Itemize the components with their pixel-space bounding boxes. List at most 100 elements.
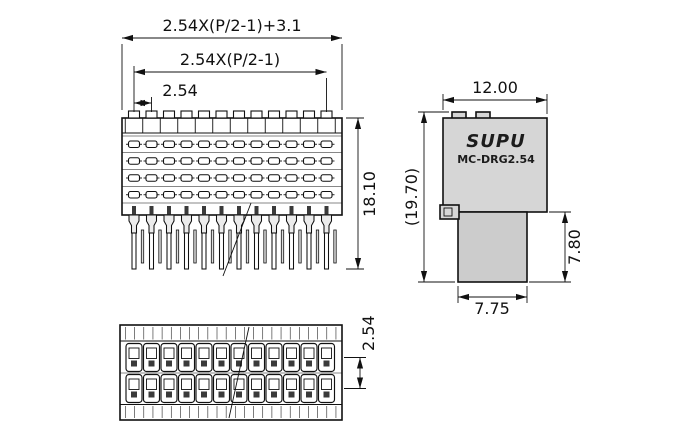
header-slot-tab xyxy=(232,110,246,119)
pin-head xyxy=(128,214,140,234)
contact-window xyxy=(197,157,211,165)
pin-anchor xyxy=(324,206,329,215)
pin-square xyxy=(288,391,295,398)
dim-pitch-label: 2.54 xyxy=(162,81,198,100)
pin-square xyxy=(253,360,260,367)
pin-anchor xyxy=(307,206,311,215)
contact-window xyxy=(145,190,158,199)
pin-square xyxy=(131,391,137,398)
cavity-cell xyxy=(142,342,161,373)
contact-window xyxy=(302,140,316,149)
cavity-inner xyxy=(303,347,315,359)
contact-window xyxy=(285,174,298,182)
dim-side-lower-height: 7.80 xyxy=(529,211,584,283)
header-slot-tab xyxy=(162,110,176,119)
contact-window xyxy=(250,157,263,165)
dim-row-pitch: 2.54 xyxy=(344,315,378,389)
contact-window xyxy=(197,174,211,182)
cavity-cell xyxy=(212,373,231,404)
header-slot-tab xyxy=(215,110,228,119)
contact-window xyxy=(232,190,246,199)
cavity-cell xyxy=(195,373,213,404)
cavity-inner xyxy=(321,378,332,390)
pin-square xyxy=(201,360,207,367)
pin-leg-front xyxy=(253,232,260,270)
pin-head xyxy=(320,214,333,234)
contact-window xyxy=(215,157,228,165)
pin-leg-back xyxy=(298,229,302,264)
dim-side-lower-height-label: 7.80 xyxy=(565,229,584,265)
header-slot-tab xyxy=(302,110,316,119)
pin-anchor xyxy=(237,206,241,215)
pin-square xyxy=(218,391,225,398)
pin-square xyxy=(183,391,190,398)
cavity-inner xyxy=(146,347,157,359)
cavity-cell xyxy=(212,342,231,373)
cavity-inner xyxy=(321,347,332,359)
dim-side-lower-width: 7.75 xyxy=(457,286,528,318)
cavity-inner xyxy=(286,347,297,359)
pin-leg-front xyxy=(323,232,330,270)
contact-window xyxy=(127,174,141,182)
cavity-cell xyxy=(177,373,196,404)
cavity-cell xyxy=(317,373,336,404)
dim-side-width: 12.00 xyxy=(442,78,548,114)
cavity-inner xyxy=(216,378,227,390)
contact-window xyxy=(302,157,316,165)
pin-head xyxy=(303,214,315,234)
cavity-cell xyxy=(177,342,196,373)
header-slot-tab xyxy=(267,110,281,119)
pin-leg-back xyxy=(245,229,250,264)
cavity-inner xyxy=(216,347,227,359)
front-contacts-and-pins xyxy=(122,110,342,270)
cavity-inner xyxy=(233,347,245,359)
contact-window xyxy=(302,174,316,182)
pin-square xyxy=(253,391,260,398)
contact-window xyxy=(197,190,211,199)
dim-overall-height: 18.10 xyxy=(346,117,379,270)
side-upper-body xyxy=(442,117,548,213)
dim-pitch: 2.54 xyxy=(134,81,198,112)
pin-square xyxy=(148,391,155,398)
contact-window xyxy=(250,190,263,199)
pin-leg-back xyxy=(175,229,180,264)
pin-head xyxy=(285,214,298,234)
brand-logo-text: SUPU xyxy=(466,131,525,152)
cavity-cell xyxy=(282,342,301,373)
pin-square xyxy=(183,360,190,367)
contact-window xyxy=(267,140,281,149)
cavity-inner xyxy=(198,378,210,390)
pin-square xyxy=(271,391,277,398)
front-break-line xyxy=(222,202,252,277)
contact-window xyxy=(127,157,141,165)
dim-pin-span-label: 2.54X(P/2-1) xyxy=(180,50,280,69)
side-latch-inner xyxy=(443,207,453,217)
cavity-inner xyxy=(198,347,210,359)
contact-window xyxy=(232,157,246,165)
pin-leg-front xyxy=(148,232,155,270)
cavity-inner xyxy=(286,378,297,390)
pin-head xyxy=(250,214,263,234)
cavity-cell xyxy=(247,373,266,404)
cavity-cell xyxy=(125,373,143,404)
contact-window xyxy=(145,140,158,149)
pin-square xyxy=(271,360,277,367)
contact-window xyxy=(215,190,228,199)
front-body-outline xyxy=(121,117,343,216)
dim-row-pitch-label: 2.54 xyxy=(359,315,378,351)
pin-head xyxy=(198,214,210,234)
pin-head xyxy=(163,214,175,234)
cavity-inner xyxy=(303,378,315,390)
side-latch xyxy=(439,204,460,220)
header-slot-tab xyxy=(145,110,158,119)
cavity-inner xyxy=(268,347,280,359)
contact-window xyxy=(250,174,263,182)
contact-window xyxy=(320,157,333,165)
pin-leg-front xyxy=(271,232,277,270)
contact-window xyxy=(180,157,193,165)
pin-square xyxy=(323,391,330,398)
dim-side-total-height: (19.70) xyxy=(402,111,455,283)
contact-window xyxy=(285,157,298,165)
pin-anchor xyxy=(167,206,171,215)
contact-window xyxy=(215,140,228,149)
